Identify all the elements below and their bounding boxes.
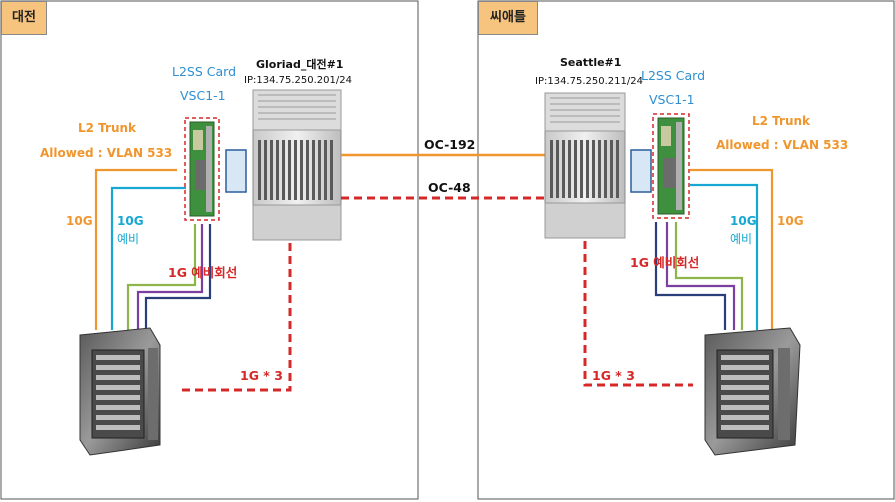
right-site-tag: 씨애틀 [478,1,538,35]
right-1g-x3-dashed [583,228,693,387]
left-rack-switch [79,327,161,456]
right-trunk-title: L2 Trunk [752,114,811,128]
right-seattle-chassis [544,92,626,239]
left-1g-backup-label: 1G 예비회선 [168,265,238,280]
right-1g-cable-green [674,222,744,330]
right-1g-cable-navy [654,222,727,330]
left-1g-x3-label: 1G * 3 [240,368,283,383]
right-10g-backup-label-1: 10G [730,214,757,228]
left-site-tag: 대전 [1,1,47,35]
right-device-ip: IP:134.75.250.211/24 [535,76,643,87]
left-1g-cable-green [126,224,197,330]
left-1g-cable-purple [136,224,204,330]
left-10g-cable [94,168,177,330]
right-rack-switch [704,327,801,456]
left-card-cables [94,168,212,330]
left-device-ip: IP:134.75.250.201/24 [244,75,352,86]
oc48-label: OC-48 [428,180,471,195]
right-10g-backup-cable [690,183,759,330]
right-1g-cable-purple [665,222,736,330]
right-10g-backup-label-2: 예비 [730,232,753,246]
right-10g-cable [690,168,774,330]
left-l2ss-card [184,117,220,221]
left-10g-label: 10G [66,214,93,228]
left-10g-backup-label-2: 예비 [117,232,140,246]
left-10g-backup-cable [110,186,186,330]
left-card-label: L2SS Card [172,64,237,79]
right-card-slot: VSC1-1 [649,92,695,107]
right-card-label: L2SS Card [641,68,706,83]
right-device-name: Seattle#1 [560,56,622,69]
right-card-cables [654,168,774,330]
right-l2ss-card [652,113,690,219]
oc192-label: OC-192 [424,137,476,152]
right-1g-backup-label: 1G 예비회선 [630,255,700,270]
right-site-panel [477,0,895,500]
left-gloriad-chassis [252,89,342,241]
left-1g-cable-navy [144,224,212,330]
right-card-connector [630,149,652,193]
right-1g-x3-label: 1G * 3 [592,368,635,383]
left-10g-backup-label-1: 10G [117,214,144,228]
left-device-name: Gloriad_대전#1 [256,58,344,71]
right-trunk-allowed: Allowed : VLAN 533 [716,138,849,152]
left-trunk-title: L2 Trunk [78,121,137,135]
left-card-slot: VSC1-1 [180,88,226,103]
left-1g-x3-dashed [182,230,292,392]
right-10g-label: 10G [777,214,804,228]
left-card-connector [225,149,247,193]
left-trunk-allowed: Allowed : VLAN 533 [40,146,173,160]
